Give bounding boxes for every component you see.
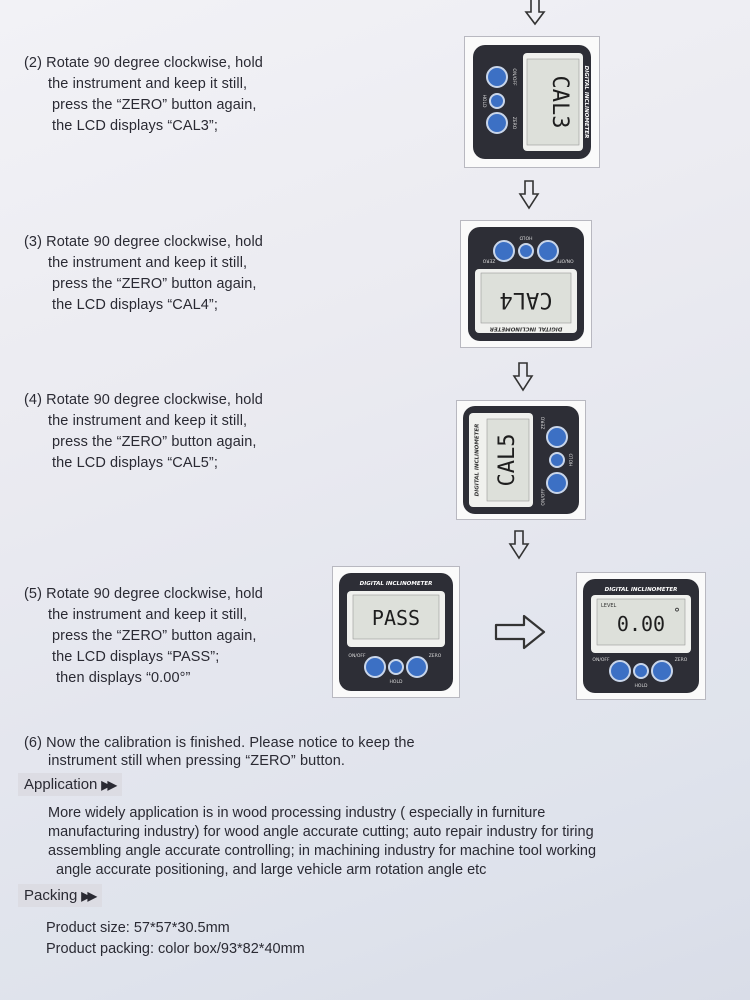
inclinometer-image-pass: DIGITAL INCLINOMETER PASS ON/OFF HOLD ZE… (332, 566, 460, 698)
hold-label: HOLD (635, 683, 648, 689)
step-line: press the “ZERO” button again, (52, 97, 257, 113)
step-line: the instrument and keep it still, (48, 255, 248, 271)
step-line: press the “ZERO” button again, (52, 276, 257, 292)
hold-button[interactable] (388, 659, 404, 675)
step-line: (3) Rotate 90 degree clockwise, hold (24, 234, 263, 250)
lcd-display: CAL5 (495, 434, 520, 487)
packing-heading-label: Packing (24, 887, 78, 904)
step-line: press the “ZERO” button again, (52, 434, 257, 450)
on-off-button[interactable] (364, 656, 386, 678)
on-off-button[interactable] (609, 660, 631, 682)
zero-label: ZERO (429, 653, 442, 659)
on-off-label: ON/OFF (348, 653, 366, 659)
on-off-button[interactable] (546, 472, 568, 494)
level-label: LEVEL (601, 603, 617, 609)
hold-label: HOLD (569, 453, 575, 466)
lcd-display: 0.00 (617, 612, 665, 636)
zero-button[interactable] (406, 656, 428, 678)
hold-label: HOLD (519, 235, 532, 241)
application-text: More widely application is in wood proce… (48, 804, 596, 880)
application-line: More widely application is in wood proce… (48, 805, 546, 821)
application-heading-label: Application (24, 776, 98, 793)
zero-button[interactable] (493, 240, 515, 262)
zero-label: ZERO (675, 657, 688, 663)
brand-label: DIGITAL INCLINOMETER (360, 581, 433, 587)
down-arrow-icon (524, 0, 546, 26)
hold-label: HOLD (390, 679, 403, 685)
lcd-display: CAL4 (500, 287, 553, 312)
inclinometer-image-zero: DIGITAL INCLINOMETER LEVEL 0.00 ° ON/OFF… (576, 572, 706, 700)
step-line: (2) Rotate 90 degree clockwise, hold (24, 55, 263, 71)
double-chevron-right-icon: ▶▶ (81, 889, 97, 903)
application-line: angle accurate positioning, and large ve… (56, 862, 487, 878)
application-line: manufacturing industry) for wood angle a… (48, 824, 594, 840)
on-off-label: ON/OFF (592, 657, 610, 663)
step-line: the LCD displays “CAL5”; (52, 455, 218, 471)
hold-button[interactable] (633, 663, 649, 679)
lcd-display: PASS (372, 606, 420, 630)
zero-button[interactable] (651, 660, 673, 682)
zero-label: ZERO (482, 258, 495, 264)
step-line: the LCD displays “PASS”; (52, 649, 220, 665)
inclinometer-image-cal5: CAL5 DIGITAL INCLINOMETER ZERO HOLD ON/O… (456, 400, 586, 520)
step-line: the instrument and keep it still, (48, 76, 248, 92)
step-line: the instrument and keep it still, (48, 607, 248, 623)
lcd-display: CAL3 (547, 76, 572, 129)
double-chevron-right-icon: ▶▶ (101, 778, 117, 792)
hold-button[interactable] (549, 452, 565, 468)
inclinometer-image-cal3: CAL3 DIGITAL INCLINOMETER ON/OFF HOLD ZE… (464, 36, 600, 168)
step-line: (6) Now the calibration is finished. Ple… (24, 735, 415, 751)
brand-label: DIGITAL INCLINOMETER (605, 587, 678, 593)
packing-line: Product packing: color box/93*82*40mm (46, 941, 305, 957)
brand-label: DIGITAL INCLINOMETER (490, 326, 563, 332)
zero-button[interactable] (546, 426, 568, 448)
application-line: assembling angle accurate controlling; i… (48, 843, 597, 859)
step-2-text: (2) Rotate 90 degree clockwise, hold the… (24, 53, 263, 137)
step-line: the LCD displays “CAL4”; (52, 297, 218, 313)
step-line: the instrument and keep it still, (48, 413, 248, 429)
on-off-button[interactable] (537, 240, 559, 262)
on-off-label: ON/OFF (556, 258, 574, 264)
degree-symbol: ° (674, 606, 680, 620)
packing-line: Product size: 57*57*30.5mm (46, 920, 230, 936)
step-line: then displays “0.00°” (56, 670, 191, 686)
step-line: instrument still when pressing “ZERO” bu… (48, 753, 346, 769)
on-off-label: ON/OFF (511, 68, 517, 86)
application-heading: Application▶▶ (18, 773, 122, 796)
step-line: the LCD displays “CAL3”; (52, 118, 218, 134)
hold-button[interactable] (518, 243, 534, 259)
zero-button[interactable] (486, 112, 508, 134)
right-arrow-icon (494, 614, 546, 650)
brand-label: DIGITAL INCLINOMETER (475, 424, 481, 497)
on-off-label: ON/OFF (541, 488, 547, 506)
inclinometer-image-cal4: CAL4 DIGITAL INCLINOMETER ZERO HOLD ON/O… (460, 220, 592, 348)
down-arrow-icon (508, 530, 530, 560)
down-arrow-icon (518, 180, 540, 210)
step-6-text: (6) Now the calibration is finished. Ple… (24, 734, 415, 770)
step-5-text: (5) Rotate 90 degree clockwise, hold the… (24, 584, 263, 689)
packing-text: Product size: 57*57*30.5mm Product packi… (46, 918, 305, 960)
step-line: (4) Rotate 90 degree clockwise, hold (24, 392, 263, 408)
brand-label: DIGITAL INCLINOMETER (583, 66, 589, 139)
on-off-button[interactable] (486, 66, 508, 88)
step-3-text: (3) Rotate 90 degree clockwise, hold the… (24, 232, 263, 316)
zero-label: ZERO (541, 416, 547, 429)
packing-heading: Packing▶▶ (18, 884, 102, 907)
hold-button[interactable] (489, 93, 505, 109)
down-arrow-icon (512, 362, 534, 392)
hold-label: HOLD (481, 95, 487, 108)
step-4-text: (4) Rotate 90 degree clockwise, hold the… (24, 390, 263, 474)
zero-label: ZERO (511, 117, 517, 130)
step-line: (5) Rotate 90 degree clockwise, hold (24, 586, 263, 602)
step-line: press the “ZERO” button again, (52, 628, 257, 644)
